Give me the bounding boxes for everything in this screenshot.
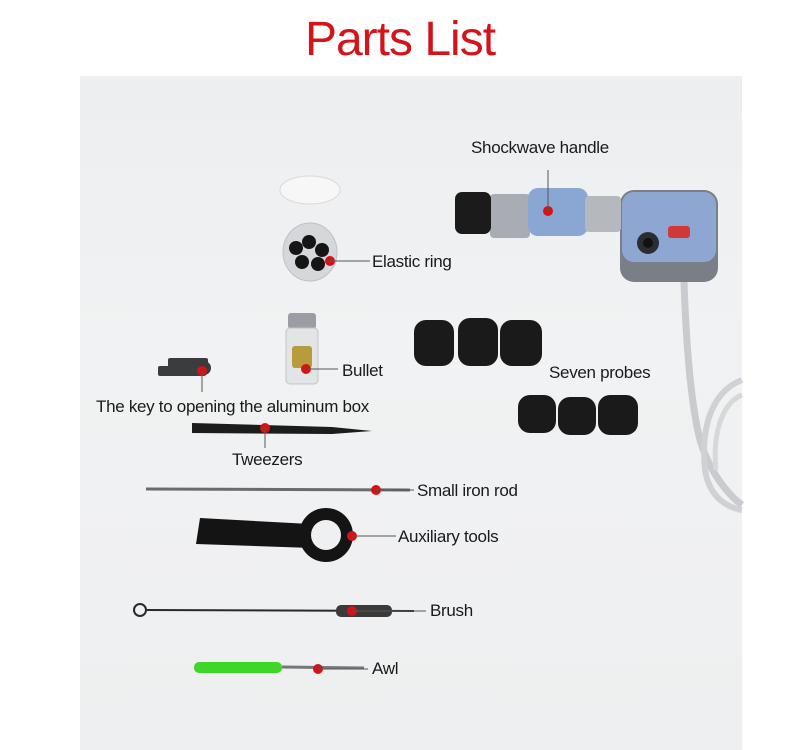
label-brush: Brush — [430, 601, 473, 620]
label-shockwave-handle: Shockwave handle — [471, 138, 609, 157]
probes — [414, 318, 638, 435]
auxiliary-tool — [196, 508, 353, 562]
keys — [158, 358, 211, 376]
tweezers — [192, 423, 372, 434]
page-title: Parts List — [304, 13, 496, 66]
label-small-iron-rod: Small iron rod — [417, 481, 518, 500]
label-seven-probes: Seven probes — [549, 363, 651, 382]
awl — [194, 662, 365, 673]
label-auxiliary-tools: Auxiliary tools — [398, 527, 499, 546]
label-elastic-ring: Elastic ring — [372, 252, 452, 271]
label-pointers — [197, 170, 553, 674]
elastic-ring-container — [279, 175, 341, 282]
label-tweezers: Tweezers — [232, 450, 303, 469]
iron-rod — [145, 487, 411, 492]
label-bullet: Bullet — [342, 361, 383, 380]
bullet-vial — [285, 313, 319, 385]
label-awl: Awl — [372, 659, 399, 678]
label-key: The key to opening the aluminum box — [96, 397, 370, 416]
shockwave-handle — [455, 188, 718, 282]
